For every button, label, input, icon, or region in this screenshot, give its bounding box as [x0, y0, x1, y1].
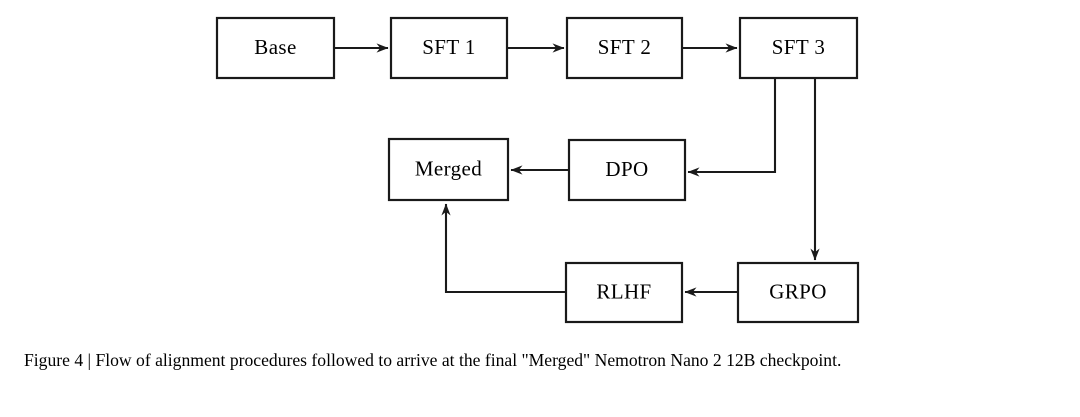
edge-sft3-to-dpo — [687, 78, 777, 177]
node-box-grpo — [736, 261, 860, 324]
node-dpo: DPO — [567, 138, 687, 202]
node-sft2: SFT 2 — [565, 16, 684, 80]
node-sft1: SFT 1 — [389, 16, 509, 80]
figure-caption: Figure 4 | Flow of alignment procedures … — [24, 350, 842, 370]
node-merged: Merged — [387, 137, 510, 202]
node-sft3: SFT 3 — [738, 16, 859, 80]
node-label-merged: Merged — [415, 156, 482, 180]
node-label-grpo: GRPO — [769, 279, 827, 303]
node-label-sft2: SFT 2 — [598, 35, 652, 59]
alignment-flow-diagram: Base SFT 1 SFT 2 SFT 3 Merged DPO RLHF GRPO — [215, 16, 860, 324]
node-base: Base — [215, 16, 336, 80]
node-box-sft2 — [565, 16, 684, 80]
node-box-dpo — [567, 138, 687, 202]
node-box-rlhf — [564, 261, 684, 324]
node-label-dpo: DPO — [605, 157, 648, 181]
node-label-rlhf: RLHF — [596, 279, 651, 303]
node-grpo: GRPO — [736, 261, 860, 324]
edges-layer — [334, 43, 820, 297]
edge-rlhf-to-merged — [441, 203, 566, 294]
node-label-sft1: SFT 1 — [422, 35, 476, 59]
node-label-base: Base — [254, 35, 296, 59]
node-box-sft1 — [389, 16, 509, 80]
node-label-sft3: SFT 3 — [772, 35, 826, 59]
node-box-merged — [387, 137, 510, 202]
node-rlhf: RLHF — [564, 261, 684, 324]
node-box-base — [215, 16, 336, 80]
nodes-layer: Base SFT 1 SFT 2 SFT 3 Merged DPO RLHF GRPO — [215, 16, 860, 324]
node-box-sft3 — [738, 16, 859, 80]
